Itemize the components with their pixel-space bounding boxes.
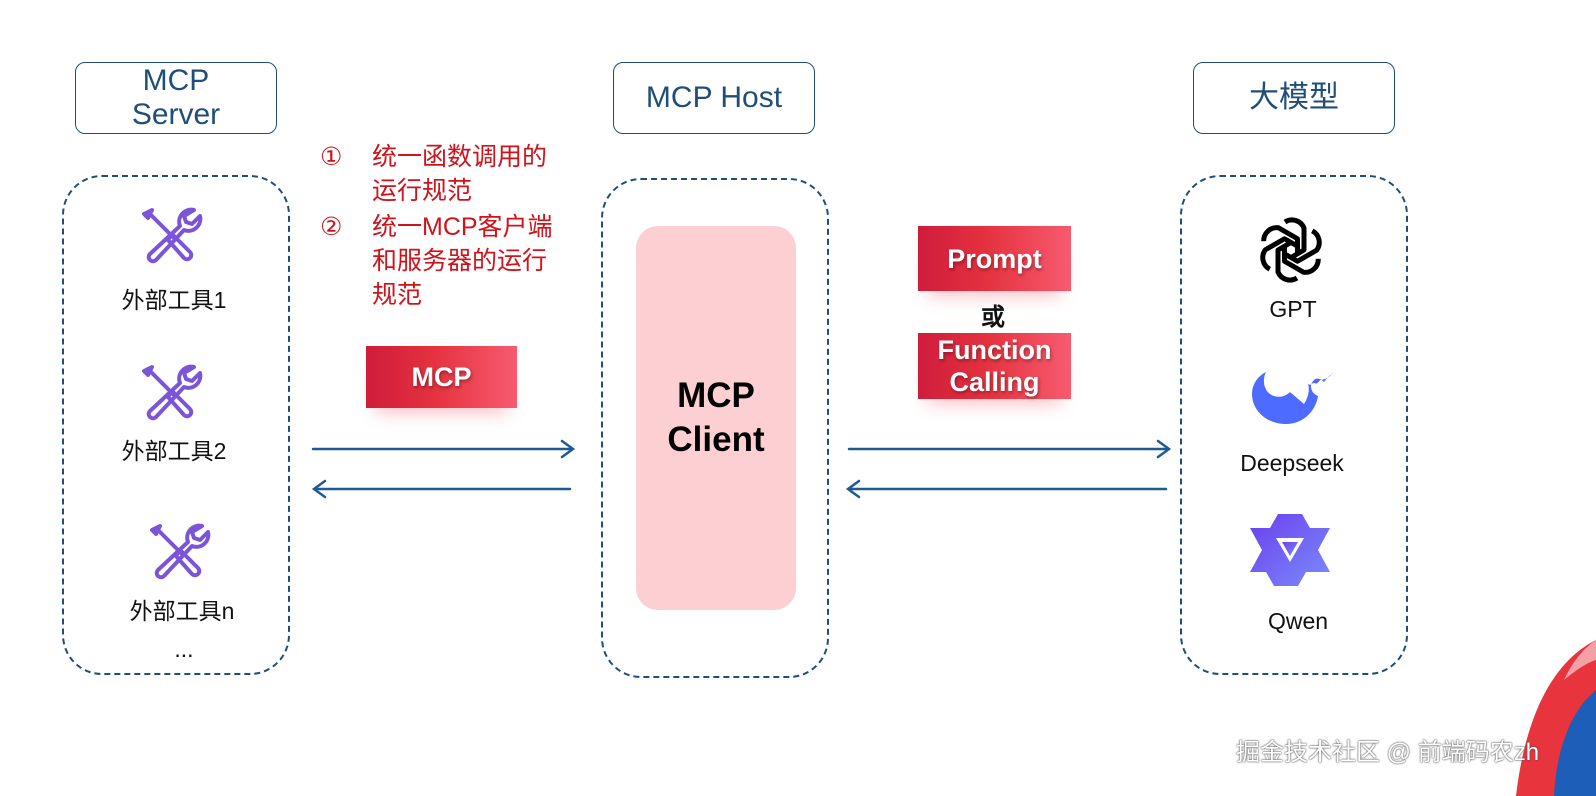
mcp-host-header: MCP Host bbox=[613, 62, 815, 134]
server-container bbox=[62, 175, 290, 675]
note-1-text: 统一函数调用的运行规范 bbox=[372, 143, 548, 205]
openai-logo-icon bbox=[1260, 217, 1322, 283]
tools-more-ellipsis: ... bbox=[174, 636, 194, 662]
note-1: ① 统一函数调用的运行规范 bbox=[320, 140, 580, 208]
llm-title: 大模型 bbox=[1249, 81, 1339, 114]
model-label-gpt: GPT bbox=[1269, 296, 1317, 322]
tool-label-1: 外部工具1 bbox=[121, 287, 227, 313]
function-calling-tag: Function Calling bbox=[918, 333, 1071, 399]
function-calling-label: Function Calling bbox=[937, 335, 1052, 397]
arrows-server-host bbox=[311, 439, 576, 499]
corner-decoration bbox=[1516, 640, 1596, 796]
note-2: ② 统一MCP客户端和服务器的运行规范 bbox=[320, 210, 580, 312]
note-1-number: ① bbox=[320, 143, 343, 171]
mcp-server-header: MCP Server bbox=[75, 62, 277, 134]
model-container bbox=[1180, 175, 1408, 675]
tools-icon bbox=[142, 207, 203, 264]
tool-label-n: 外部工具n bbox=[129, 598, 235, 624]
qwen-logo-icon bbox=[1250, 514, 1330, 586]
mcp-server-title: MCP Server bbox=[131, 64, 221, 131]
note-2-number: ② bbox=[320, 213, 343, 241]
tools-icon bbox=[150, 523, 211, 580]
mcp-protocol-tag: MCP bbox=[366, 346, 517, 408]
prompt-tag: Prompt bbox=[918, 226, 1071, 291]
watermark-text: 掘金技术社区 @ 前端码农zh bbox=[1236, 739, 1540, 766]
llm-header: 大模型 bbox=[1193, 62, 1395, 134]
mcp-client-label: MCP Client bbox=[667, 376, 765, 459]
model-label-qwen: Qwen bbox=[1267, 608, 1329, 634]
prompt-label: Prompt bbox=[947, 243, 1042, 274]
deepseek-whale-icon bbox=[1252, 372, 1336, 424]
tools-icon bbox=[142, 364, 203, 421]
tool-label-2: 外部工具2 bbox=[121, 438, 227, 464]
mcp-client-block: MCP Client bbox=[636, 226, 796, 610]
arrows-host-model bbox=[845, 439, 1172, 499]
host-container bbox=[601, 178, 829, 678]
model-label-deepseek: Deepseek bbox=[1240, 450, 1344, 476]
mcp-protocol-label: MCP bbox=[411, 362, 472, 392]
mcp-host-title: MCP Host bbox=[645, 81, 783, 114]
note-2-text: 统一MCP客户端和服务器的运行规范 bbox=[372, 213, 553, 309]
or-label: 或 bbox=[981, 304, 1005, 331]
